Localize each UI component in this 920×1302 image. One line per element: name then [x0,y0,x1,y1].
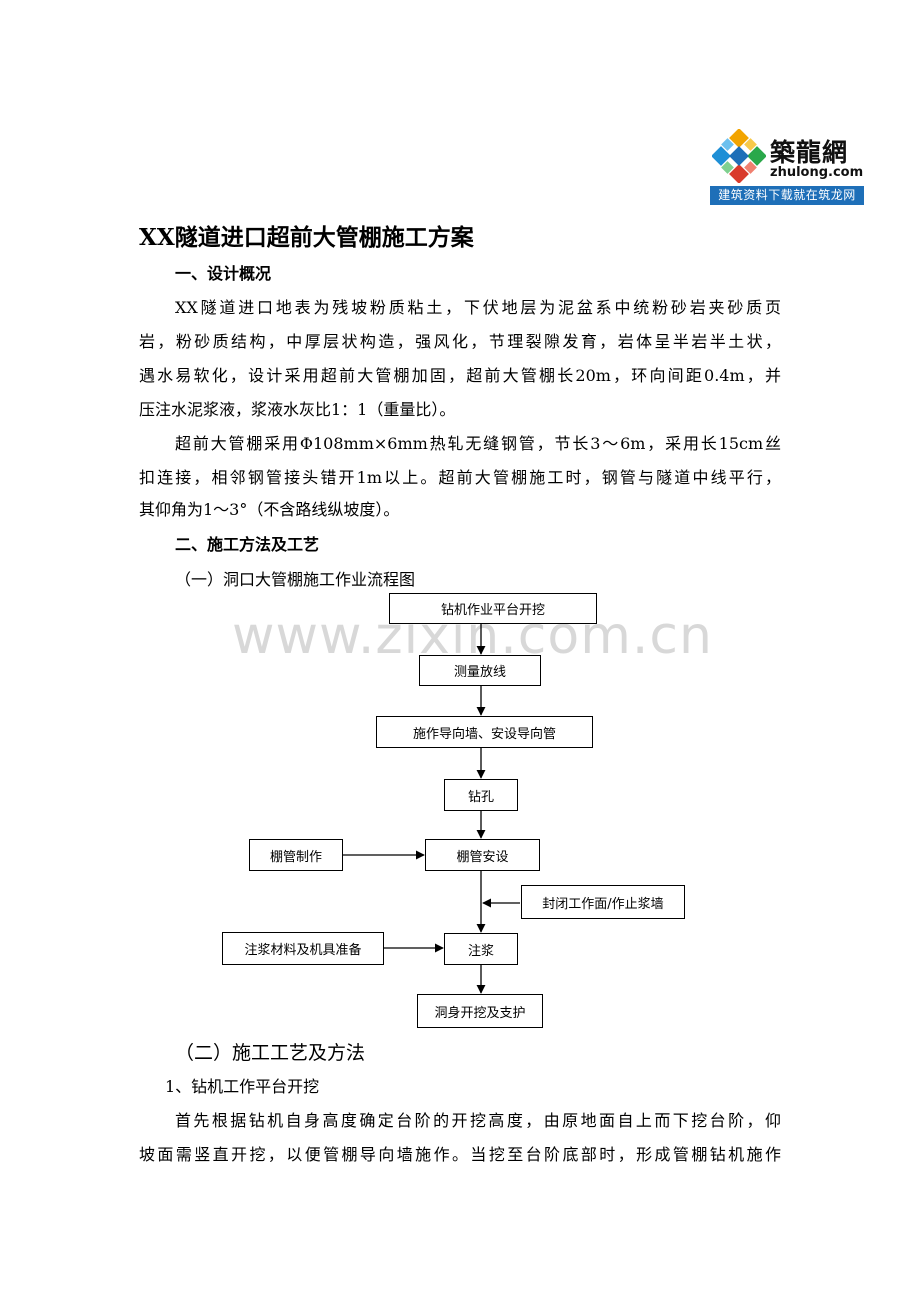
flow-step-platform-excavation: 钻机作业平台开挖 [389,593,597,624]
section-heading-construction-method: 二、施工方法及工艺 [175,535,320,554]
flow-step-excavation-support: 洞身开挖及支护 [417,994,543,1028]
paragraph-line: 坡面需竖直开挖，以便管棚导向墙施作。当挖至台阶底部时，形成管棚钻机施作 [139,1145,781,1164]
flow-side-grouting-materials: 注浆材料及机具准备 [222,932,384,965]
flow-side-pipe-fabrication: 棚管制作 [249,839,343,871]
subsection-process-method-title: （二）施工工艺及方法 [175,1042,366,1064]
logo-slogan: 建筑资料下载就在筑龙网 [710,186,864,205]
section-heading-design-overview: 一、设计概况 [175,264,272,283]
diamond-logo-icon [712,129,766,183]
subsection-flowchart-title: （一）洞口大管棚施工作业流程图 [175,570,416,589]
paragraph-line: 扣连接，相邻钢管接头错开1m以上。超前大管棚施工时，钢管与隧道中线平行， [139,468,781,487]
paragraph-line: 遇水易软化，设计采用超前大管棚加固，超前大管棚长20m，环向间距0.4m，并 [139,366,781,385]
paragraph-line: 压注水泥浆液，浆液水灰比1：1（重量比）。 [139,400,456,419]
logo-brand-chinese: 築龍網 [770,138,849,167]
paragraph-line: 岩，粉砂质结构，中厚层状构造，强风化，节理裂隙发育，岩体呈半岩半土状， [139,332,781,351]
paragraph-line: 超前大管棚采用Φ108mm×6mm热轧无缝钢管，节长3～6m，采用长15cm丝 [175,434,781,453]
item-platform-excavation-heading: 1、钻机工作平台开挖 [165,1077,320,1096]
paragraph-line: XX隧道进口地表为残坡粉质粘土，下伏地层为泥盆系中统粉砂岩夹砂质页 [175,298,781,317]
flow-step-survey-layout: 测量放线 [419,655,541,686]
paragraph-line: 首先根据钻机自身高度确定台阶的开挖高度，由原地面自上而下挖台阶，仰 [175,1111,781,1130]
flow-side-seal-work-face: 封闭工作面/作止浆墙 [521,885,685,919]
flow-step-pipe-installation: 棚管安设 [425,839,540,871]
logo-brand-english: zhulong.com [770,165,864,180]
paragraph-line: 其仰角为1～3°（不含路线纵坡度）。 [139,500,400,519]
document-title: XX隧道进口超前大管棚施工方案 [139,224,474,251]
flow-step-guide-wall: 施作导向墙、安设导向管 [376,716,593,748]
flow-step-drilling: 钻孔 [444,779,518,811]
zhulong-logo: 築龍網 zhulong.com 建筑资料下载就在筑龙网 [710,127,864,205]
flow-step-grouting: 注浆 [444,933,518,965]
